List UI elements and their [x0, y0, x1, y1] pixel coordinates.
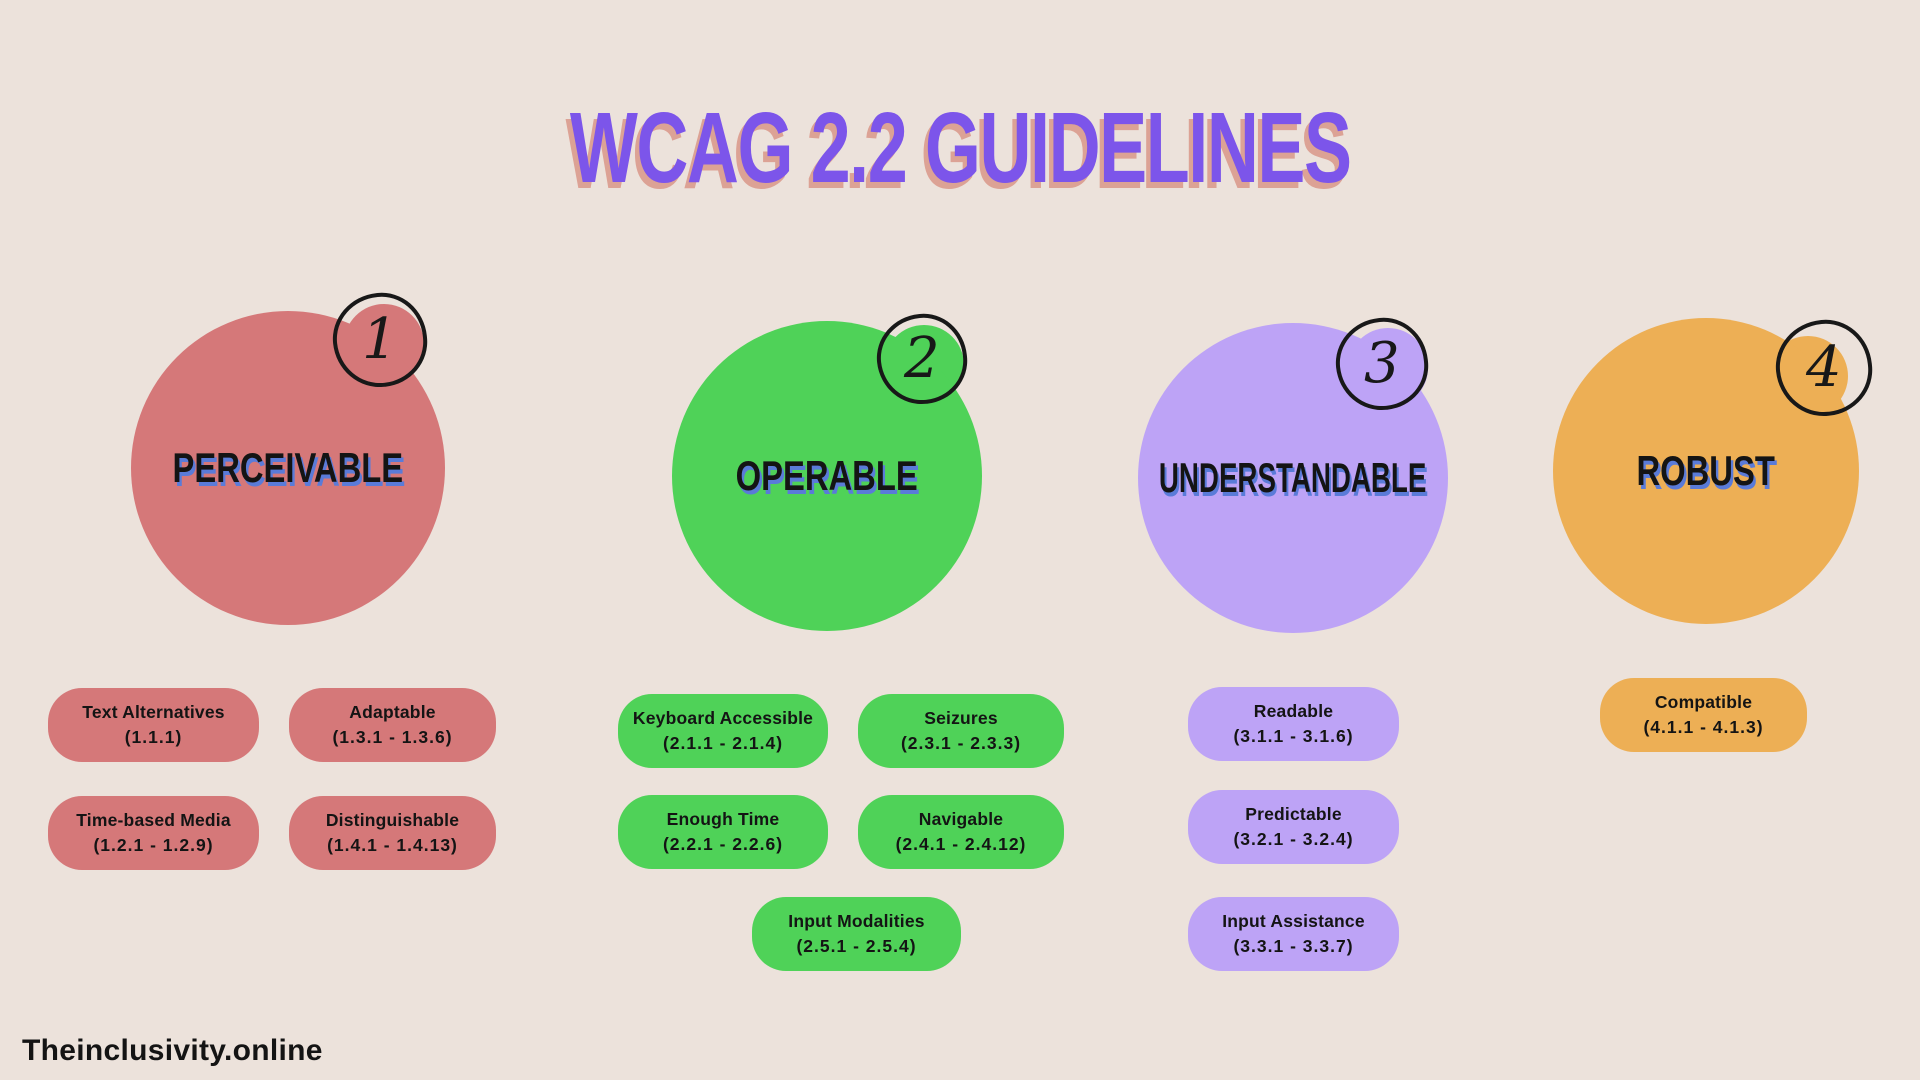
- pill-distinguishable: Distinguishable (1.4.1 - 1.4.13): [289, 796, 496, 870]
- pill-title: Enough Time: [666, 808, 780, 829]
- pill-range: (1.4.1 - 1.4.13): [327, 835, 458, 855]
- pill-input-modalities: Input Modalities (2.5.1 - 2.5.4): [752, 897, 961, 971]
- perceivable-circle: PERCEIVABLE: [131, 311, 445, 625]
- pill-adaptable: Adaptable (1.3.1 - 1.3.6): [289, 688, 496, 762]
- pill-keyboard-accessible: Keyboard Accessible (2.1.1 - 2.1.4): [618, 694, 828, 768]
- understandable-label: UNDERSTANDABLE: [1159, 454, 1427, 501]
- pill-input-assistance: Input Assistance (3.3.1 - 3.3.7): [1188, 897, 1399, 971]
- pill-range: (1.1.1): [124, 727, 183, 747]
- pill-title: Compatible: [1654, 691, 1753, 712]
- pill-readable: Readable (3.1.1 - 3.1.6): [1188, 687, 1399, 761]
- pill-title: Keyboard Accessible: [632, 707, 814, 728]
- pill-range: (3.3.1 - 3.3.7): [1233, 936, 1354, 956]
- page-title: WCAG 2.2 GUIDELINES: [569, 91, 1352, 204]
- pill-range: (2.4.1 - 2.4.12): [895, 834, 1027, 854]
- pill-title: Input Assistance: [1222, 910, 1365, 931]
- pill-range: (1.3.1 - 1.3.6): [332, 727, 453, 747]
- pill-navigable: Navigable (2.4.1 - 2.4.12): [858, 795, 1064, 869]
- pill-title: Text Alternatives: [82, 701, 225, 722]
- pill-time-based-media: Time-based Media (1.2.1 - 1.2.9): [48, 796, 259, 870]
- badge-1-number: 1: [362, 307, 398, 373]
- badge-3-number: 3: [1364, 331, 1400, 397]
- pill-text-alternatives: Text Alternatives (1.1.1): [48, 688, 259, 762]
- pill-seizures: Seizures (2.3.1 - 2.3.3): [858, 694, 1064, 768]
- pill-range: (2.3.1 - 2.3.3): [900, 733, 1022, 753]
- pill-title: Readable: [1253, 700, 1334, 721]
- pill-range: (2.5.1 - 2.5.4): [796, 936, 917, 956]
- pill-title: Seizures: [924, 707, 998, 728]
- operable-circle: OPERABLE: [672, 321, 982, 631]
- badge-4-number: 4: [1806, 335, 1842, 401]
- pill-range: (3.1.1 - 3.1.6): [1233, 726, 1354, 746]
- pill-predictable: Predictable (3.2.1 - 3.2.4): [1188, 790, 1399, 864]
- title-container: WCAG 2.2 GUIDELINES: [0, 88, 1920, 208]
- footer-brand: Theinclusivity.online: [22, 1034, 323, 1067]
- pill-compatible: Compatible (4.1.1 - 4.1.3): [1600, 678, 1807, 752]
- pill-title: Adaptable: [349, 701, 436, 722]
- understandable-circle: UNDERSTANDABLE: [1138, 323, 1448, 633]
- pill-range: (4.1.1 - 4.1.3): [1643, 717, 1764, 737]
- pill-title: Navigable: [918, 808, 1004, 829]
- robust-circle: ROBUST: [1553, 318, 1859, 624]
- pill-title: Time-based Media: [76, 809, 231, 830]
- perceivable-label: PERCEIVABLE: [172, 444, 404, 491]
- pill-range: (1.2.1 - 1.2.9): [93, 835, 214, 855]
- operable-label: OPERABLE: [735, 452, 919, 499]
- badge-2-number: 2: [904, 326, 940, 392]
- pill-title: Input Modalities: [788, 910, 925, 931]
- pill-range: (3.2.1 - 3.2.4): [1233, 829, 1354, 849]
- pill-title: Predictable: [1245, 803, 1342, 824]
- robust-label: ROBUST: [1636, 447, 1776, 494]
- pill-enough-time: Enough Time (2.2.1 - 2.2.6): [618, 795, 828, 869]
- pill-range: (2.1.1 - 2.1.4): [662, 733, 784, 753]
- pill-title: Distinguishable: [325, 809, 460, 830]
- pill-range: (2.2.1 - 2.2.6): [662, 834, 784, 854]
